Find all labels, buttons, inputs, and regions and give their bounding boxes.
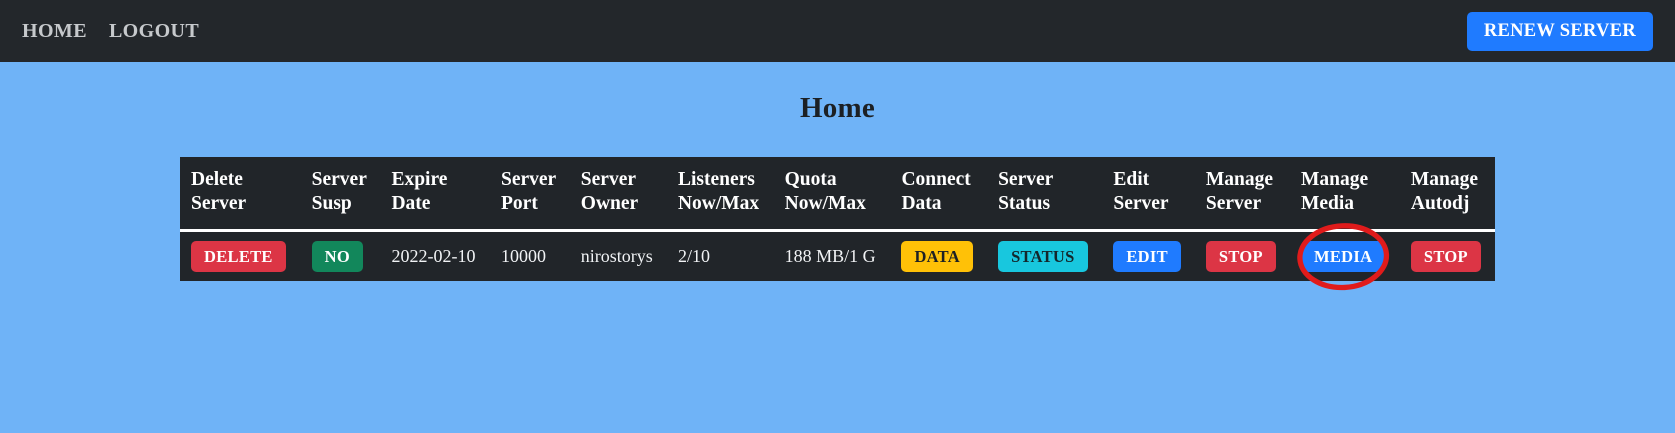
column-header-edit-server: Edit Server	[1113, 169, 1169, 214]
cell-server-owner: nirostorys	[580, 245, 653, 266]
table-header-row: Delete Server Server Susp Expire Date Se…	[180, 157, 1495, 231]
cell-delete-server: DELETE	[180, 230, 301, 281]
column-header-listeners: Listeners Now/Max	[677, 169, 760, 214]
server-table-body: DELETE NO 2022-02-10 10000 nirostorys 2/…	[180, 230, 1495, 281]
edit-server-button[interactable]: EDIT	[1113, 240, 1181, 272]
column-header-manage-server: Manage Server	[1205, 169, 1274, 214]
manage-media-button[interactable]: MEDIA	[1300, 240, 1386, 272]
cell-quota: 188 MB/1 G	[784, 245, 876, 266]
server-table-container: Delete Server Server Susp Expire Date Se…	[0, 157, 1675, 281]
column-header-server-owner: Server Owner	[580, 169, 639, 214]
cell-manage-autodj: STOP	[1400, 230, 1495, 281]
cell-listeners: 2/10	[677, 245, 710, 266]
column-header-delete-server: Delete Server	[191, 169, 247, 214]
cell-edit-server: EDIT	[1102, 230, 1195, 281]
column-header-server-port: Server Port	[501, 169, 557, 214]
server-table-head: Delete Server Server Susp Expire Date Se…	[180, 157, 1495, 231]
manage-autodj-stop-button[interactable]: STOP	[1410, 240, 1481, 272]
cell-server-port: 10000	[501, 245, 546, 266]
delete-server-button[interactable]: DELETE	[191, 240, 286, 272]
cell-server-susp: NO	[301, 230, 381, 281]
renew-server-button[interactable]: RENEW SERVER	[1466, 12, 1653, 51]
server-status-button[interactable]: STATUS	[998, 240, 1088, 272]
cell-expire-date: 2022-02-10	[391, 245, 476, 266]
cell-manage-server: STOP	[1195, 230, 1290, 281]
column-header-server-susp: Server Susp	[311, 169, 367, 214]
connect-data-button[interactable]: DATA	[901, 240, 973, 272]
table-row: DELETE NO 2022-02-10 10000 nirostorys 2/…	[180, 230, 1495, 281]
server-table: Delete Server Server Susp Expire Date Se…	[180, 157, 1495, 281]
nav-link-logout[interactable]: LOGOUT	[108, 19, 200, 42]
column-header-expire-date: Expire Date	[391, 169, 448, 214]
column-header-manage-autodj: Manage Autodj	[1410, 169, 1479, 214]
cell-server-status: STATUS	[987, 230, 1102, 281]
column-header-server-status: Server Status	[998, 169, 1054, 214]
column-header-manage-media: Manage Media	[1300, 169, 1369, 214]
column-header-quota: Quota Now/Max	[784, 169, 866, 214]
nav-link-home[interactable]: HOME	[22, 19, 87, 42]
page-title: Home	[800, 92, 875, 124]
column-header-connect-data: Connect Data	[901, 169, 971, 214]
manage-server-stop-button[interactable]: STOP	[1205, 240, 1276, 272]
cell-manage-media: MEDIA	[1290, 230, 1400, 281]
top-navbar: HOME LOGOUT RENEW SERVER	[0, 0, 1675, 62]
cell-connect-data: DATA	[890, 230, 987, 281]
server-susp-badge[interactable]: NO	[311, 240, 364, 272]
navbar-links: HOME LOGOUT	[22, 20, 199, 43]
